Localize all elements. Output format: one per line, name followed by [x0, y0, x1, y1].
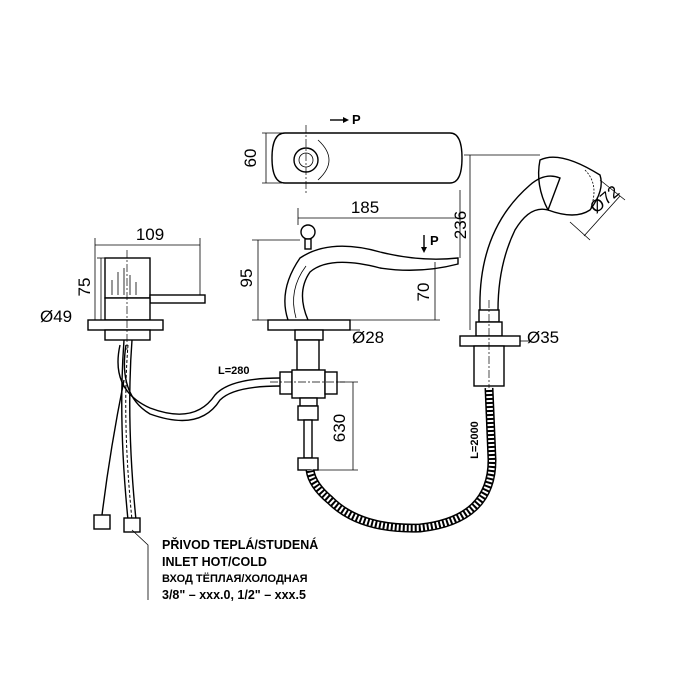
label-shower-hose: L=2000 [469, 421, 481, 459]
spout-top-view [262, 117, 463, 195]
dim-mixer-base-dia: Ø49 [40, 307, 72, 326]
mixer-body [87, 238, 206, 350]
note-line-4: 3/8" – xxx.0, 1/2" – xxx.5 [162, 588, 306, 602]
t-connector [270, 339, 358, 471]
shower-hose [305, 387, 497, 533]
dim-mixer-width: 109 [136, 225, 164, 244]
label-short-hose: L=280 [218, 365, 250, 377]
spout-side-view [252, 190, 461, 341]
note-line-2: INLET HOT/COLD [162, 555, 267, 569]
dim-width-top: 60 [241, 149, 260, 168]
pressure-mark-top: P [352, 112, 361, 127]
inlet-hoses [93, 339, 281, 533]
dim-spout-base-dia: Ø28 [352, 328, 384, 347]
dim-shower-base-dia: Ø35 [527, 328, 559, 347]
dim-shower-head-dia: Ø72 [586, 182, 623, 217]
note-line-1: PŘIVOD TEPLÁ/STUDENÁ [162, 537, 318, 552]
hand-shower [459, 154, 626, 395]
note-line-3: ВХОД ТЁПЛАЯ/ХОЛОДНАЯ [162, 572, 308, 585]
dim-shower-height: 236 [451, 211, 470, 239]
dim-spout-height: 95 [237, 269, 256, 288]
note-leader [131, 529, 149, 600]
dim-spout-outlet-height: 70 [414, 283, 433, 302]
pressure-mark-side: P [430, 233, 439, 248]
dim-spout-reach: 185 [351, 198, 379, 217]
dim-connector-length: 630 [330, 414, 349, 442]
dim-mixer-height: 75 [75, 278, 94, 297]
